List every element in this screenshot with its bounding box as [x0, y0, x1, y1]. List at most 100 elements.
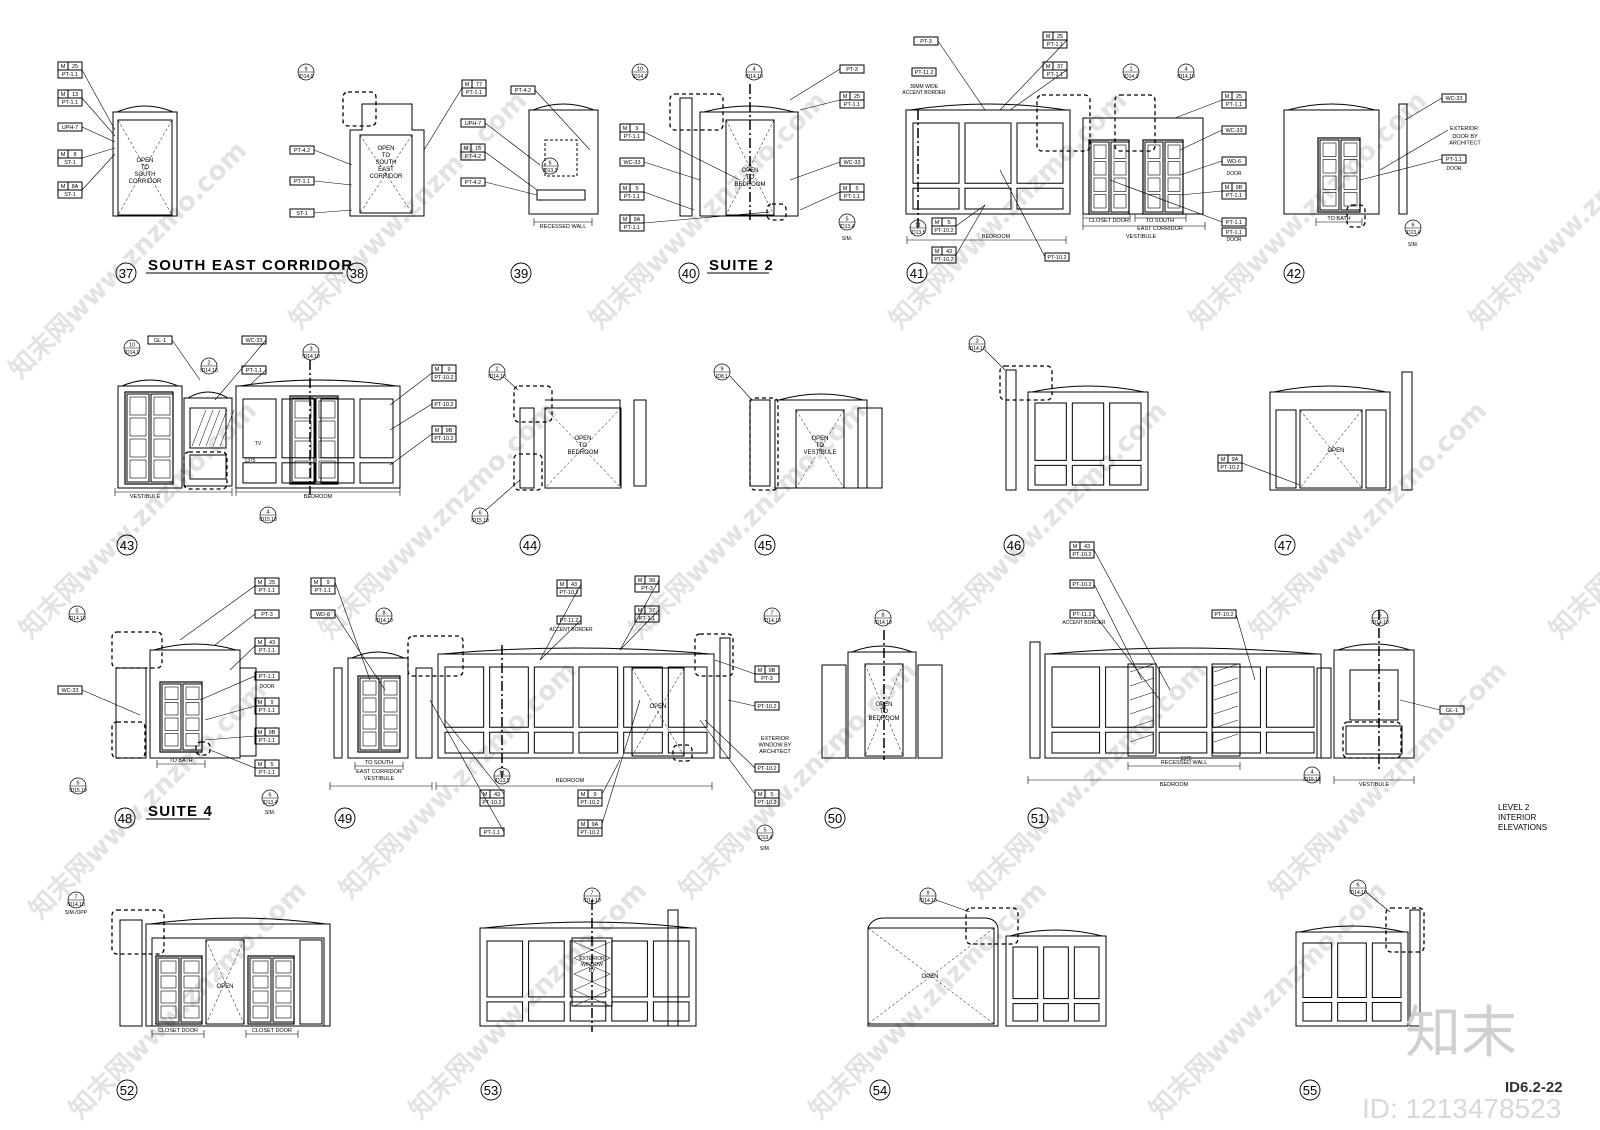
- detail-callout-ref: ID14.10: [968, 346, 986, 352]
- elevation-number-circle: [114, 807, 136, 829]
- glass-hatch: [1129, 663, 1155, 673]
- tag-material: PT-4.2: [465, 154, 481, 160]
- side-wall: [239, 667, 257, 757]
- door-leaf: [272, 957, 295, 1023]
- elevation-number-text: 44: [523, 538, 537, 553]
- drawing-label: SIM./OPP: [65, 910, 88, 916]
- watermark-text: 知末网www.znzmo.com: [1464, 86, 1600, 335]
- tag-code: M: [1046, 64, 1051, 70]
- leader-line: [1093, 549, 1171, 691]
- detail-boundary: [111, 909, 165, 955]
- material-tag: PT-1.1: [241, 365, 267, 375]
- leader-line: [643, 191, 695, 211]
- material-tag: PT-3: [913, 36, 939, 46]
- leader-line: [999, 169, 1046, 258]
- side-wall: [119, 919, 143, 1027]
- tag-cell: [911, 67, 937, 77]
- tag-cell: [254, 705, 280, 715]
- tag-cell: [57, 69, 83, 79]
- material-tag: WC-33: [57, 685, 83, 695]
- door-panel: [1147, 194, 1161, 209]
- tag-code: M: [935, 220, 940, 226]
- wall-panel: [1337, 1001, 1367, 1022]
- wall-outline: [847, 651, 917, 759]
- wall-panel: [578, 666, 619, 728]
- leader-line: [935, 899, 971, 913]
- tag-material: PT-1.1: [1446, 157, 1462, 163]
- drawing-label: BEDROOM: [734, 182, 765, 188]
- leader-line: [334, 581, 371, 681]
- wall-panel: [1212, 731, 1261, 754]
- detail-callout-number: 11: [499, 771, 505, 777]
- tag-cell: [57, 97, 83, 107]
- tag-number: 9: [635, 126, 638, 132]
- door-panel: [383, 731, 398, 747]
- leader-line: [699, 719, 756, 795]
- leader-line: [727, 699, 756, 707]
- tag-material: PT-10.2: [1047, 255, 1066, 261]
- leader-line: [214, 613, 256, 646]
- wall-panel: [528, 1001, 565, 1022]
- door-panel: [1322, 142, 1337, 157]
- leader-line: [485, 479, 521, 511]
- elevation-number-text: 52: [120, 1083, 134, 1098]
- wall-panel: [533, 731, 574, 754]
- wall-panel: [1043, 1003, 1069, 1022]
- leader-line: [214, 339, 267, 401]
- opening-outline: [631, 667, 685, 757]
- door-panel: [275, 990, 292, 1004]
- tag-number: 25: [1057, 34, 1063, 40]
- door-panel: [252, 990, 269, 1004]
- wall-outline: [479, 927, 697, 1027]
- detail-callout-number: 6: [268, 793, 271, 799]
- detail-callout-ref: ID14.0: [125, 350, 140, 356]
- drawing-label: CORRIDOR: [129, 179, 162, 185]
- material-tag: PT-4.2: [510, 85, 536, 95]
- wall-outline: [905, 109, 1071, 215]
- drawing-label: DOOR: [1447, 166, 1462, 172]
- leader-line: [789, 161, 841, 181]
- tag-material: PT-1.1: [639, 616, 655, 622]
- wall-outline: [347, 657, 409, 759]
- side-wall: [719, 637, 731, 759]
- wall-panel: [1109, 402, 1142, 461]
- door-leaf: [150, 393, 174, 483]
- wall-outline: [1044, 653, 1322, 759]
- wall-outline: [1269, 391, 1391, 491]
- opening-diagonal: [117, 119, 173, 216]
- elevation-number-circle: [1283, 262, 1305, 284]
- detail-callout-ref: ID14.10: [874, 620, 892, 626]
- leader-line: [1179, 190, 1223, 196]
- detail-callout-number: 9: [720, 367, 723, 373]
- tag-material: ST-1: [64, 192, 76, 198]
- tag-cell: [460, 151, 486, 161]
- elevation-number-text: 45: [758, 538, 772, 553]
- detail-callout-ref: ID15.19: [471, 518, 489, 524]
- opening-diagonal: [117, 119, 173, 216]
- cornice: [1009, 929, 1103, 937]
- door-panel: [294, 460, 312, 479]
- tag-number: 9A: [592, 822, 599, 828]
- door-leaf: [1340, 139, 1361, 211]
- detail-callout-number: 2: [495, 367, 498, 373]
- wall-panel: [1105, 666, 1154, 728]
- door-leaf: [380, 677, 401, 751]
- tag-code: M: [623, 186, 628, 192]
- opening-outline: [205, 939, 245, 1025]
- tag-code: M: [61, 152, 66, 158]
- door-panel: [160, 990, 177, 1004]
- cornice: [239, 379, 397, 387]
- opening-diagonal: [864, 663, 904, 757]
- tag-material: ST-1: [64, 160, 76, 166]
